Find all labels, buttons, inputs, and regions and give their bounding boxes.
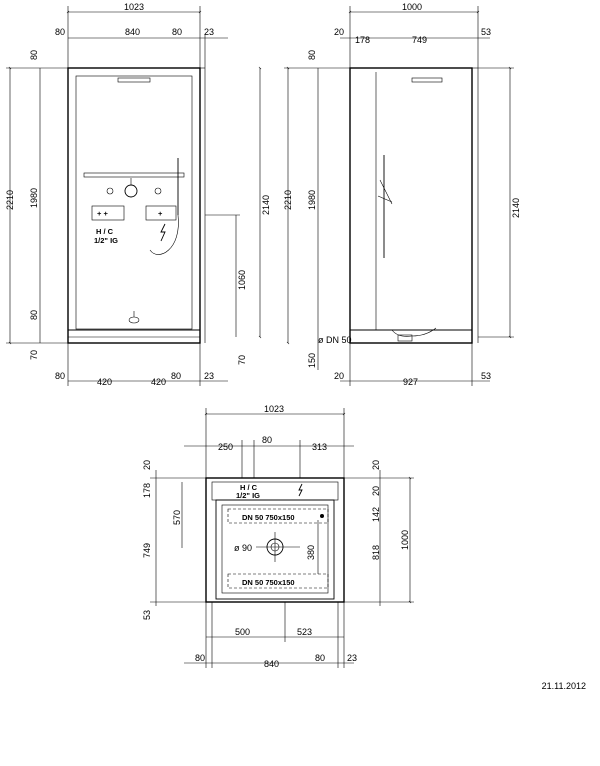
- front-dim-top-left: 80: [55, 27, 65, 37]
- side-dim-top-b: 178: [355, 35, 370, 45]
- plan-dim-right-b: 20: [371, 486, 381, 496]
- plan-lightning-icon: [298, 483, 303, 497]
- plan-dim-top-c: 313: [312, 442, 327, 452]
- side-dim-left-total: 2210: [283, 190, 293, 210]
- side-dim-bottom-a: 20: [334, 371, 344, 381]
- side-view: 1000 20 178 749 53 2210 80 1980 150 ø DN…: [283, 2, 521, 387]
- mixer-valve-icon: [106, 178, 162, 198]
- side-dim-top-total: 1000: [402, 2, 422, 12]
- front-label-ig: 1/2" IG: [94, 236, 118, 245]
- side-ceiling-light: [411, 77, 443, 83]
- drain-channel-top: [227, 508, 329, 524]
- plan-dim-right-a: 20: [371, 460, 381, 470]
- plan-drain-top-label: DN 50 750x150: [242, 513, 295, 522]
- plan-dim-top-a: 250: [218, 442, 233, 452]
- plan-dim-380: 380: [306, 545, 316, 560]
- plan-dim-top-b: 80: [262, 435, 272, 445]
- front-dim-bottom-b: 420: [151, 377, 166, 387]
- side-dim-right-total: 2140: [511, 198, 521, 218]
- plan-dim-right-e: 1000: [400, 530, 410, 550]
- shower-hose: [149, 214, 179, 255]
- front-dim-bottom-extra: 23: [204, 371, 214, 381]
- front-dim-left-top: 80: [29, 50, 39, 60]
- front-dim-top-total: 1023: [124, 2, 144, 12]
- plan-dim-left-b: 178: [142, 483, 152, 498]
- svg-text:+ +: + +: [97, 209, 108, 218]
- plan-dim-left-c: 570: [172, 510, 182, 525]
- plan-label-hc: H / C: [240, 483, 258, 492]
- shower-head-icon: [377, 179, 393, 205]
- front-dim-left-total: 2210: [5, 190, 15, 210]
- front-dim-left-mid: 1980: [29, 188, 39, 208]
- side-dim-left-bottom: 150: [307, 353, 317, 368]
- plan-dim-bottom2-extra: 23: [347, 653, 357, 663]
- front-dim-right-bottom: 70: [237, 355, 247, 365]
- plan-dim-bottom2-mid: 840: [264, 659, 279, 669]
- water-connection-box: [91, 205, 125, 221]
- plan-view: H / C 1/2" IG DN 50 750x150 DN 50 750x15…: [142, 404, 414, 669]
- ceiling-light: [117, 77, 151, 83]
- plan-dim-bottom-a: 500: [235, 627, 250, 637]
- front-shelf: [83, 172, 185, 178]
- plan-dim-bottom-b: 523: [297, 627, 312, 637]
- front-dim-right-mid: 1060: [237, 270, 247, 290]
- plan-label-ig: 1/2" IG: [236, 491, 260, 500]
- plan-dim-left-a: 20: [142, 460, 152, 470]
- plan-center-label: ø 90: [234, 543, 252, 553]
- plan-dim-top-total: 1023: [264, 404, 284, 414]
- svg-text:+: +: [158, 209, 163, 218]
- side-dim-top-d: 53: [481, 27, 491, 37]
- plan-dim-bottom2-r: 80: [315, 653, 325, 663]
- side-dim-left-top: 80: [307, 50, 317, 60]
- side-drain-label: ø DN 50: [318, 335, 352, 345]
- drain-icon: [128, 316, 140, 324]
- front-dim-top-extra: 23: [204, 27, 214, 37]
- front-cabin-outline: [67, 67, 201, 344]
- lightning-icon: [160, 223, 166, 242]
- side-cabin-outline: [349, 67, 473, 344]
- side-dim-bottom-b: 927: [403, 377, 418, 387]
- front-dim-left-lower: 80: [29, 310, 39, 320]
- drawing-date: 21.11.2012: [541, 681, 586, 691]
- front-dim-top-right: 80: [172, 27, 182, 37]
- power-connection-box: [145, 205, 177, 221]
- side-dim-top-a: 20: [334, 27, 344, 37]
- plan-dim-left-e: 53: [142, 610, 152, 620]
- side-dim-bottom-c: 53: [481, 371, 491, 381]
- front-dim-right-total: 2140: [261, 195, 271, 215]
- front-view: + + + H / C 1/2" IG 1023 80 840 80 23 22…: [5, 2, 271, 387]
- side-dim-top-c: 749: [412, 35, 427, 45]
- side-dim-left-mid: 1980: [307, 190, 317, 210]
- plan-dim-right-d: 818: [371, 545, 381, 560]
- plan-dim-left-d: 749: [142, 543, 152, 558]
- plan-dim-bottom2-l: 80: [195, 653, 205, 663]
- plan-outline: [205, 477, 345, 603]
- plan-dim-right-c: 142: [371, 507, 381, 522]
- front-label-hc: H / C: [96, 227, 114, 236]
- front-dim-bottom-l: 80: [55, 371, 65, 381]
- plan-drain-bottom-label: DN 50 750x150: [242, 578, 295, 587]
- drain-channel-bottom: [227, 573, 329, 589]
- front-dim-bottom-a: 420: [97, 377, 112, 387]
- front-dim-bottom-r: 80: [171, 371, 181, 381]
- front-dim-top-mid: 840: [125, 27, 140, 37]
- front-dim-left-bottom: 70: [29, 350, 39, 360]
